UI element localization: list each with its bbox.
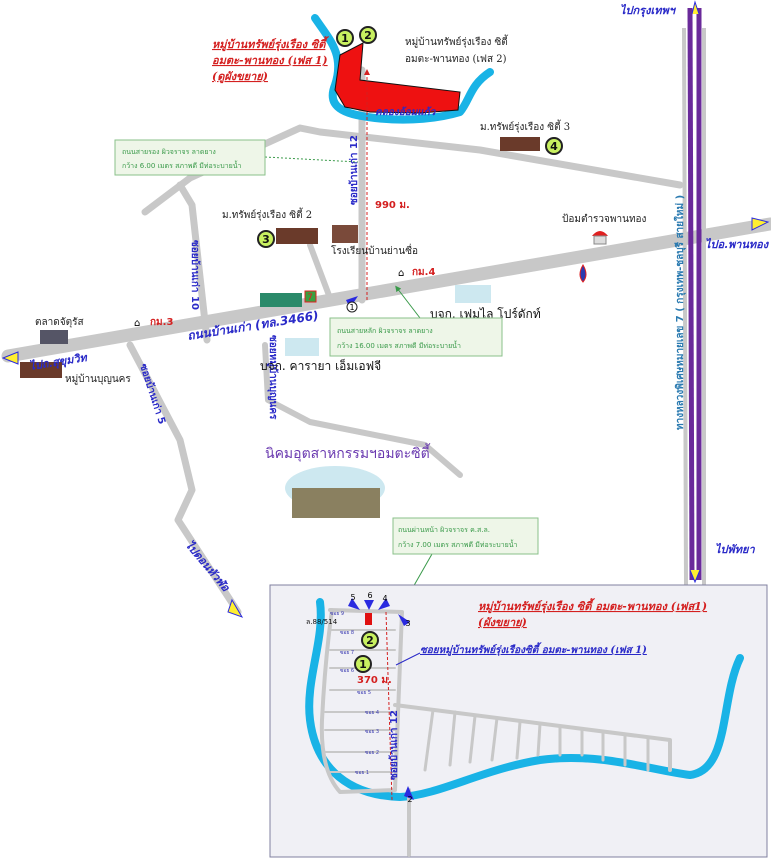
house-icon [500, 137, 540, 151]
km4-label: กม.4 [412, 267, 435, 278]
marker-1 [336, 29, 354, 47]
inset-marker-1: 1 [359, 658, 367, 671]
svg-text:กว้าง 6.00 เมตร สภาพดี มีท่อระ: กว้าง 6.00 เมตร สภาพดี มีท่อระบายน้ำ [122, 159, 242, 170]
km-post-icon: ⌂ [398, 268, 404, 279]
market-icon [40, 330, 68, 344]
police-label: ป้อมตำรวจพานทอง [562, 213, 647, 225]
svg-text:กว้าง 16.00 เมตร สภาพดี มีท่อร: กว้าง 16.00 เมตร สภาพดี มีท่อระบายน้ำ [337, 339, 461, 350]
phase2-title-1: หมู่บ้านทรัพย์รุ่งเรือง ซิตี้ [405, 34, 509, 48]
svg-text:ซอย 2: ซอย 2 [365, 750, 379, 756]
seven-eleven-icon [304, 290, 317, 303]
view-arrow-1-label: 1 [349, 303, 354, 312]
phase1-title-1[interactable]: หมู่บ้านทรัพย์รุ่งเรือง ซิตี้ [212, 36, 330, 52]
marker-2-label: 2 [364, 29, 372, 42]
city3: ม.ทรัพย์รุ่งเรือง ซิตี้ 3 4 [480, 119, 570, 155]
plot-label: ล.88/514 [306, 618, 338, 626]
inset-soi12-label: ซอยบ้านเก่า 12 [388, 710, 400, 780]
svg-text:ถนนผ่านหน้า ผิวจราจร ค.ส.ล.: ถนนผ่านหน้า ผิวจราจร ค.ส.ล. [398, 526, 490, 534]
km-post-icon: ⌂ [134, 318, 140, 329]
village-bunkorn-label: หมู่บ้านบุญนคร [65, 373, 131, 385]
highway-7 [682, 7, 706, 586]
distance-line-370 [385, 611, 393, 801]
inset-title-2: (ผังขยาย) [478, 616, 527, 629]
svg-text:ซอย 3: ซอย 3 [365, 729, 379, 735]
phase2-title-2: อมตะ-พานทอง (เฟส 2) [405, 54, 507, 65]
svg-text:ไปกรุงเทพฯ: ไปกรุงเทพฯ [620, 3, 677, 18]
city2-marker: 3 [262, 233, 270, 246]
soi-pointer [395, 652, 421, 666]
direction-phanthong[interactable]: ไปอ.พานทอง [705, 217, 770, 251]
shophouse-icon [260, 293, 302, 307]
svg-text:4: 4 [382, 594, 387, 603]
callout-main-road: ถนนสายหลัก ผิวจราจร ลาดยาง กว้าง 16.00 เ… [329, 285, 503, 357]
direction-bangkok[interactable]: ไปกรุงเทพฯ [620, 0, 700, 18]
canal-label: คลองอ้อมแก้ว [375, 106, 437, 118]
city2-label: ม.ทรัพย์รุ่งเรือง ซิตี้ 2 [222, 207, 312, 221]
direction-donhualo[interactable]: ไปดอนหัวฬ่อ [183, 538, 244, 618]
industrial-estate-icon [285, 466, 385, 518]
svg-text:ซอย 5: ซอย 5 [357, 690, 371, 696]
svg-text:6: 6 [367, 591, 372, 600]
view-arrows: 5 6 4 3 2 [348, 591, 414, 804]
company-karaya-label: บจก. คารายา เอ็มเอฟจี [260, 358, 381, 373]
svg-text:ไปพัทยา: ไปพัทยา [715, 542, 755, 556]
plot-marker [365, 613, 372, 625]
highway-label: ทางหลวงพิเศษหมายเลข 7 ( กรุงเทพ-ชลบุรี ส… [673, 195, 686, 430]
house-icon [20, 362, 62, 378]
marker-1-label: 1 [341, 32, 349, 45]
svg-text:ซอย 7: ซอย 7 [340, 650, 354, 656]
svg-text:ไปอ.พานทอง: ไปอ.พานทอง [705, 237, 770, 251]
svg-text:ซอย 4: ซอย 4 [365, 710, 379, 716]
city3-label: ม.ทรัพย์รุ่งเรือง ซิตี้ 3 [480, 119, 570, 133]
callout-secondary-road: ถนนสายรอง ผิวจราจร ลาดยาง กว้าง 6.00 เมต… [114, 139, 359, 176]
inset-soi-label: ซอยหมู่บ้านทรัพย์รุ่งเรืองซิตี้ อมตะ-พาน… [420, 642, 647, 656]
soi5-label: ซอยบ้านเก่า 5 [137, 362, 168, 426]
police-box-icon [592, 231, 608, 245]
svg-text:ซอย 6: ซอย 6 [340, 668, 354, 674]
school-label: โรงเรียนบ้านย่านซื่อ [331, 243, 418, 257]
svg-text:5: 5 [350, 593, 355, 602]
school-icon [332, 225, 358, 243]
svg-text:3: 3 [405, 619, 410, 628]
phase1-title-2[interactable]: อมตะ-พานทอง (เฟส 1) [212, 54, 328, 67]
marker-2 [359, 26, 377, 44]
direction-pattaya[interactable]: ไปพัทยา [689, 542, 755, 584]
main-road [1, 217, 771, 363]
city3-marker: 4 [550, 140, 558, 153]
factory-icon [455, 285, 491, 303]
svg-text:ซอย 9: ซอย 9 [330, 611, 344, 617]
factory-icon [285, 338, 319, 356]
inset-title-1: หมู่บ้านทรัพย์รุ่งเรือง ซิตี้ อมตะ-พานทอ… [478, 598, 707, 614]
km3-label: กม.3 [150, 317, 173, 328]
inset-marker-2: 2 [366, 634, 374, 647]
top-village: 1 2 คลองอ้อมแก้ว [311, 14, 494, 124]
distance-990-label: 990 ม. [375, 200, 410, 211]
svg-text:ซอย 1: ซอย 1 [355, 770, 369, 776]
svg-text:ถนนสายรอง ผิวจราจร ลาดยาง: ถนนสายรอง ผิวจราจร ลาดยาง [122, 148, 216, 156]
svg-text:ไปดอนหัวฬ่อ: ไปดอนหัวฬ่อ [183, 538, 234, 595]
industrial-estate-label: นิคมอุตสาหกรรมฯอมตะซิตี้ [265, 443, 431, 462]
gas-station-icon [579, 264, 587, 283]
market-label: ตลาดจัตุรัส [35, 317, 84, 328]
callout-front-road: ถนนผ่านหน้า ผิวจราจร ค.ส.ล. กว้าง 7.00 เ… [392, 517, 539, 613]
distance-370-label: 370 ม. [357, 675, 392, 686]
svg-text:ซอย 8: ซอย 8 [340, 630, 354, 636]
soi12-label: ซอยบ้านเก่า 12 [348, 135, 360, 205]
city2: ม.ทรัพย์รุ่งเรือง ซิตี้ 2 3 [222, 207, 318, 248]
svg-text:ถนนสายหลัก ผิวจราจร ลาดยาง: ถนนสายหลัก ผิวจราจร ลาดยาง [337, 327, 433, 335]
svg-text:กว้าง 7.00 เมตร สภาพดี มีท่อระ: กว้าง 7.00 เมตร สภาพดี มีท่อระบายน้ำ [398, 538, 518, 549]
house-icon [276, 228, 318, 244]
phase1-see-expanded[interactable]: (ดูผังขยาย) [212, 70, 268, 84]
soi10-label: ซอยบ้านเก่า 10 [189, 240, 201, 310]
soi-middle-label: ซอยหมู่บ้านบุญนคร [266, 335, 279, 420]
svg-text:2: 2 [407, 795, 412, 804]
seven-eleven-label: 7 [307, 293, 313, 303]
inset-expanded-plan: ล.88/514 370 ม. ซอยบ้านเก่า 12 1 2 5 6 4… [269, 584, 768, 858]
